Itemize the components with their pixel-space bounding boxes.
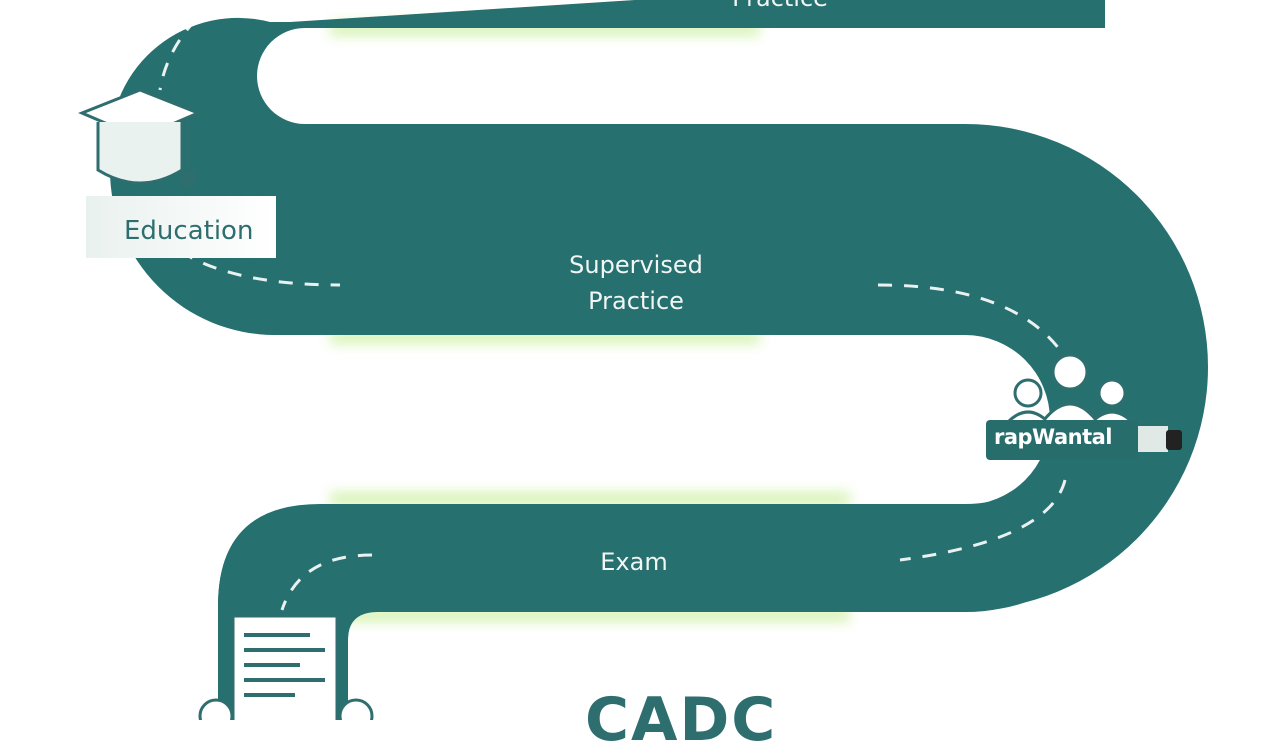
education-label-card: Education xyxy=(86,196,276,258)
document-checklist-icon xyxy=(198,614,374,734)
stage-label-cadc: CADC xyxy=(585,685,778,755)
career-pathway-diagram: Practice Education Supervised Practice r… xyxy=(78,0,1208,750)
road-outer-loop xyxy=(109,0,1157,720)
road-dashes xyxy=(158,0,1067,611)
stage-label-supervised-practice: Supervised Practice xyxy=(536,247,736,319)
badge-tab-icon xyxy=(1138,426,1182,452)
stage-label-exam: Exam xyxy=(600,548,668,576)
badge-label: rapWantal xyxy=(994,425,1113,449)
people-badge: rapWantal xyxy=(986,420,1138,460)
supervised-line-2: Practice xyxy=(588,287,684,315)
pathway-road xyxy=(78,0,1208,734)
graduation-cap-icon xyxy=(78,88,202,188)
stage-label-education: Education xyxy=(124,216,254,246)
supervised-line-1: Supervised xyxy=(569,251,703,279)
stage-label-practice-top: Practice xyxy=(700,0,860,16)
group-people-icon xyxy=(1006,353,1134,424)
